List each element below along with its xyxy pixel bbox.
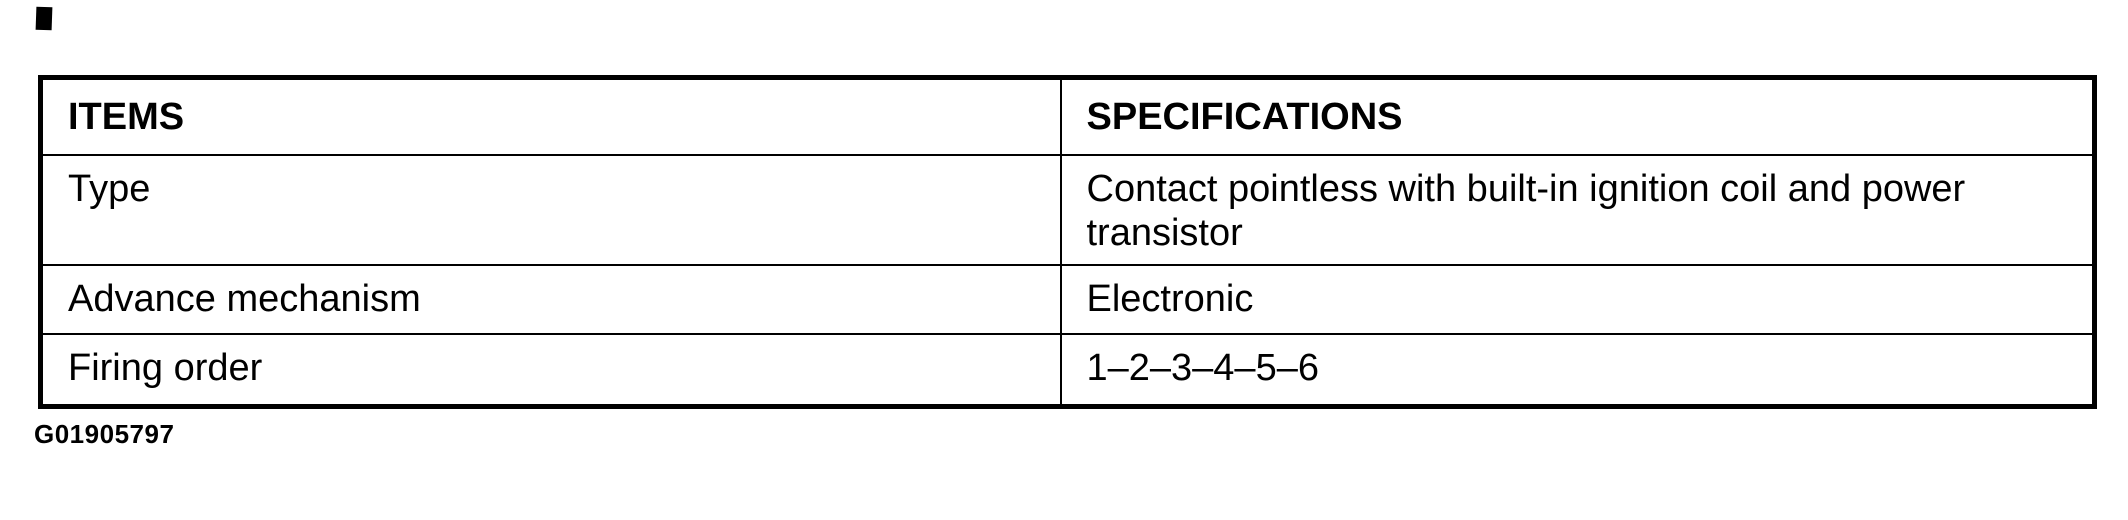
item-cell-firing-order: Firing order (39, 333, 1062, 408)
table-row: Type Contact pointless with built-in ign… (39, 154, 2096, 266)
scan-artifact-mark (35, 6, 53, 31)
column-header-specifications: SPECIFICATIONS (1059, 76, 2096, 156)
figure-id-caption: G01905797 (34, 419, 175, 449)
specifications-table: ITEMS SPECIFICATIONS Type Contact pointl… (38, 75, 2097, 409)
spec-cell-advance-mechanism: Electronic (1059, 264, 2096, 335)
table-row: Advance mechanism Electronic (39, 264, 2096, 335)
table-row: Firing order 1–2–3–4–5–6 (39, 333, 2096, 408)
spec-cell-firing-order: 1–2–3–4–5–6 (1059, 333, 2096, 408)
item-cell-type: Type (39, 154, 1062, 266)
table-header-row: ITEMS SPECIFICATIONS (39, 76, 2096, 156)
item-cell-advance-mechanism: Advance mechanism (39, 264, 1062, 335)
spec-cell-type: Contact pointless with built-in ignition… (1059, 154, 2096, 266)
column-header-items: ITEMS (39, 76, 1062, 156)
